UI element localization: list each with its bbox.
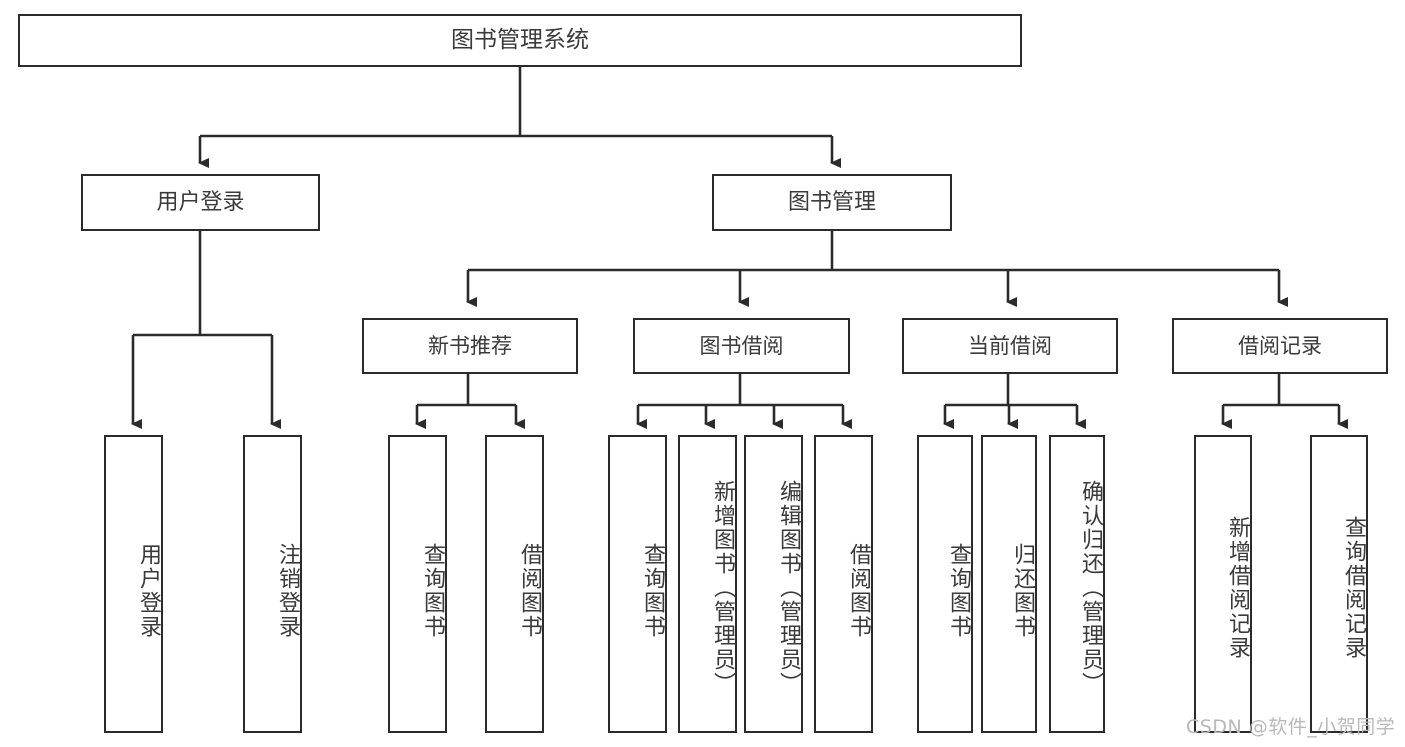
leaf-book-borrow-add[interactable]: 新增图书（管理员） — [678, 435, 737, 733]
leaf-book-borrow-edit[interactable]: 编辑图书（管理员） — [744, 435, 803, 733]
node-user-login[interactable]: 用户登录 — [81, 174, 320, 231]
leaf-label: 归还图书 — [1010, 543, 1035, 639]
node-borrow-record[interactable]: 借阅记录 — [1172, 318, 1388, 374]
leaf-label: 用户登录 — [136, 543, 161, 639]
leaf-label: 查询借阅记录 — [1341, 516, 1366, 660]
watermark: CSDN @软件_小贺同学 — [1186, 716, 1396, 738]
leaf-label: 注销登录 — [275, 543, 300, 639]
node-borrow-record-label: 借阅记录 — [1238, 333, 1322, 358]
leaf-label: 查询图书 — [640, 543, 665, 639]
node-book-management-label: 图书管理 — [787, 189, 876, 215]
leaf-label: 新增图书（管理员） — [710, 480, 735, 696]
leaf-book-borrow-query[interactable]: 查询图书 — [608, 435, 667, 733]
leaf-user-login-login[interactable]: 用户登录 — [104, 435, 163, 733]
leaf-label: 借阅图书 — [517, 543, 542, 639]
leaf-label: 编辑图书（管理员） — [776, 480, 801, 696]
node-root-label: 图书管理系统 — [451, 27, 589, 54]
leaf-label: 确认归还（管理员） — [1078, 480, 1103, 696]
leaf-label: 新增借阅记录 — [1225, 516, 1250, 660]
node-root[interactable]: 图书管理系统 — [18, 14, 1022, 67]
leaf-label: 借阅图书 — [846, 543, 871, 639]
node-user-login-label: 用户登录 — [156, 189, 245, 215]
leaf-current-borrow-confirm-return[interactable]: 确认归还（管理员） — [1049, 435, 1105, 733]
leaf-current-borrow-return[interactable]: 归还图书 — [981, 435, 1037, 733]
node-current-borrow-label: 当前借阅 — [968, 333, 1052, 358]
leaf-book-borrow-borrow[interactable]: 借阅图书 — [814, 435, 873, 733]
leaf-borrow-record-add[interactable]: 新增借阅记录 — [1194, 435, 1252, 733]
leaf-borrow-record-query[interactable]: 查询借阅记录 — [1310, 435, 1368, 733]
leaf-user-login-logout[interactable]: 注销登录 — [243, 435, 302, 733]
node-new-book-recommend-label: 新书推荐 — [428, 333, 512, 358]
leaf-new-book-borrow[interactable]: 借阅图书 — [485, 435, 544, 733]
leaf-new-book-query[interactable]: 查询图书 — [388, 435, 447, 733]
leaf-label: 查询图书 — [420, 543, 445, 639]
node-book-borrow-label: 图书借阅 — [699, 333, 784, 358]
node-current-borrow[interactable]: 当前借阅 — [902, 318, 1118, 374]
node-book-management[interactable]: 图书管理 — [712, 174, 952, 231]
node-book-borrow[interactable]: 图书借阅 — [633, 318, 850, 374]
leaf-label: 查询图书 — [946, 543, 971, 639]
node-new-book-recommend[interactable]: 新书推荐 — [362, 318, 578, 374]
leaf-current-borrow-query[interactable]: 查询图书 — [917, 435, 973, 733]
